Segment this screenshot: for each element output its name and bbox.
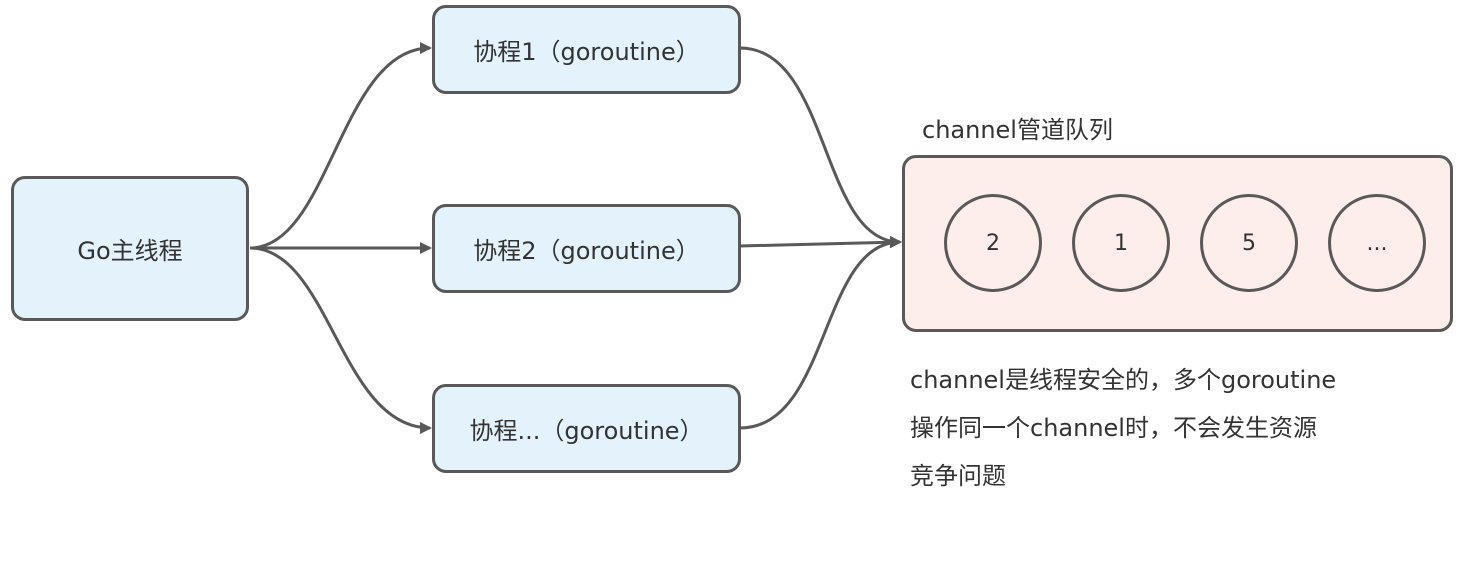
edge-goroutine-3-to-channel	[739, 236, 902, 430]
goroutine-label-3: 协程...（goroutine）	[469, 417, 704, 445]
channel-item-4: ...	[1328, 194, 1426, 292]
channel-item-2: 1	[1072, 194, 1170, 292]
goroutine-node-3: 协程...（goroutine）	[432, 384, 741, 473]
goroutine-node-2: 协程2（goroutine）	[432, 204, 741, 293]
channel-item-1: 2	[944, 194, 1042, 292]
channel-note-line-3: 竞争问题	[910, 462, 1006, 490]
edge-main-to-goroutine-3	[249, 246, 432, 434]
main-thread-label: Go主线程	[77, 237, 183, 265]
channel-note: channel是线程安全的，多个goroutine 操作同一个channel时，…	[910, 356, 1336, 500]
channel-title: channel管道队列	[922, 116, 1113, 144]
edge-goroutine-2-to-channel	[739, 236, 902, 249]
channel-note-line-1: channel是线程安全的，多个goroutine	[910, 366, 1337, 394]
main-thread-node: Go主线程	[11, 176, 249, 321]
goroutine-node-1: 协程1（goroutine）	[432, 5, 741, 94]
edge-goroutine-1-to-channel	[739, 46, 902, 248]
edge-main-to-goroutine-1	[249, 42, 432, 250]
channel-note-line-2: 操作同一个channel时，不会发生资源	[910, 414, 1317, 442]
goroutine-label-2: 协程2（goroutine）	[473, 237, 700, 265]
goroutine-label-1: 协程1（goroutine）	[473, 38, 700, 66]
channel-item-3: 5	[1200, 194, 1298, 292]
